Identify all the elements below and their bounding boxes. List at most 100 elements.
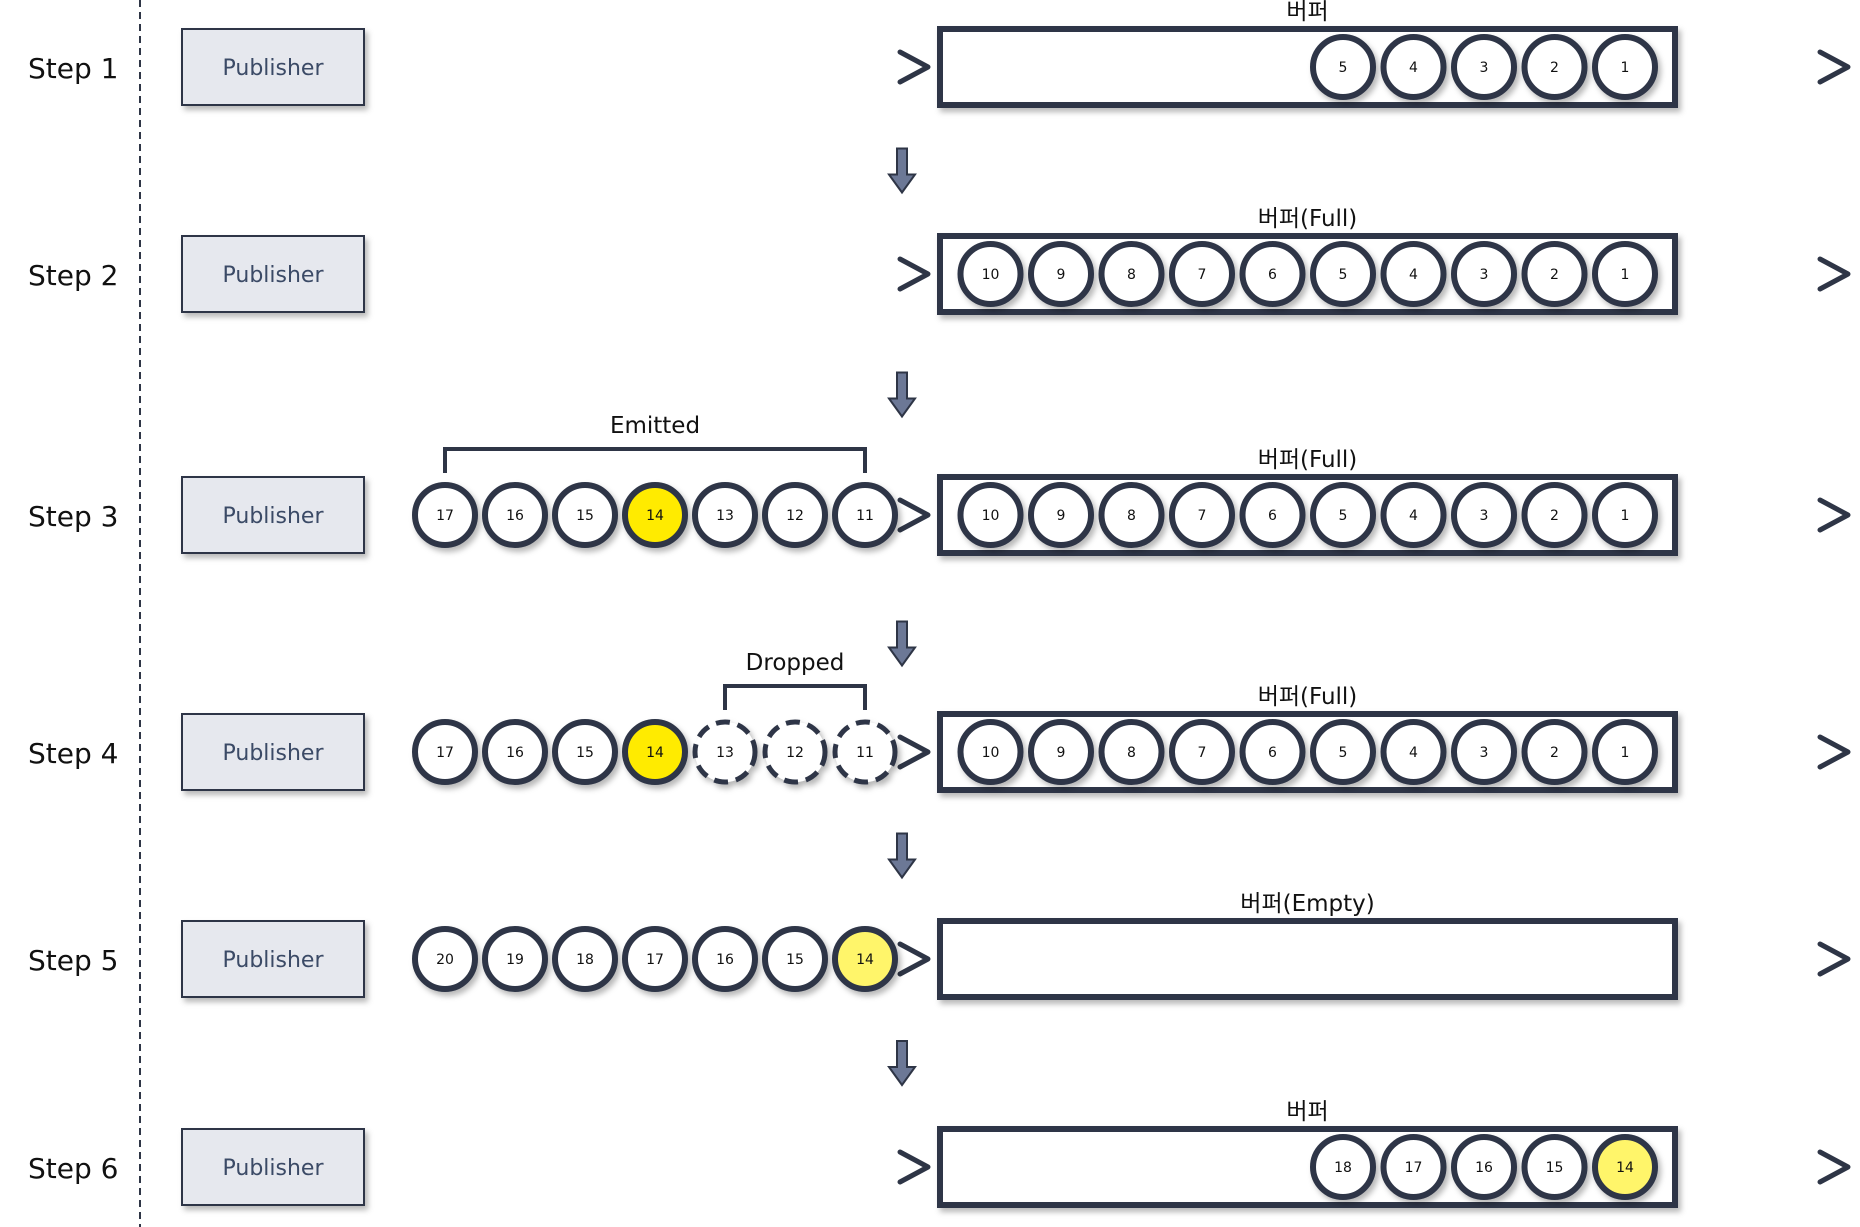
buffer-item: 2 [1521,719,1588,785]
emit-arrow-head [897,1149,931,1185]
emitted-item-label: 20 [436,952,454,968]
emitted-item: 11 [832,719,898,785]
emitted-item: 17 [622,926,688,992]
buffer-item-circle [957,482,1024,548]
step-label: Step 2 [28,259,118,292]
buffer-item: 7 [1169,482,1235,548]
emitted-item-circle [762,926,828,992]
step-label: Step 1 [28,52,118,85]
next-step-arrow-icon [887,147,917,195]
buffer-item-label: 8 [1127,267,1136,283]
emitted-item-label: 15 [576,508,594,524]
buffer-item-label: 5 [1339,267,1348,283]
buffer-item-label: 5 [1339,508,1348,524]
emitted-item: 15 [552,719,618,785]
publisher-label: Publisher [223,504,325,529]
emitted-item-circle [692,482,758,548]
buffer-item: 1 [1592,241,1658,307]
buffer-label: 버퍼(Full) [1258,447,1358,473]
buffer-item: 5 [1310,34,1376,100]
buffer-item-label: 7 [1198,508,1207,524]
buffer-item-circle [1239,719,1306,785]
buffer-item: 16 [1451,1134,1517,1200]
buffer-item-circle [1521,719,1588,785]
buffer-item-label: 14 [1616,1160,1634,1176]
subscriber-arrow-head [1817,734,1851,770]
emitted-item-circle [622,926,688,992]
buffer-item-circle [957,241,1024,307]
buffer-item: 8 [1098,241,1165,307]
subscriber-arrow-head [1817,256,1851,292]
buffer-item-circle [1380,34,1447,100]
emit-arrow-head [897,941,931,977]
buffer-label: 버퍼(Full) [1258,684,1358,710]
buffer-item-label: 17 [1405,1160,1423,1176]
buffer-item-label: 3 [1480,267,1489,283]
buffer-item-label: 4 [1409,60,1418,76]
buffer-item-circle [1451,34,1517,100]
emit-arrow-head [897,734,931,770]
buffer-item: 7 [1169,719,1235,785]
buffer-item-circle [1592,241,1658,307]
emitted-item-circle [552,482,618,548]
buffer-item-circle [1028,719,1094,785]
buffer-item-label: 1 [1621,745,1630,761]
buffer-item: 6 [1239,482,1306,548]
buffer-item-circle [1310,34,1376,100]
buffer-item-circle [1592,482,1658,548]
subscriber-arrow-head [1817,49,1851,85]
emitted-item-label: 11 [856,745,874,761]
buffer-item-label: 3 [1480,508,1489,524]
buffer-item-circle [1380,719,1447,785]
publisher-box [181,476,365,554]
emitted-item: 13 [692,719,758,785]
emitted-item-circle [762,719,828,785]
buffer-item-circle [1310,482,1376,548]
buffer-item: 3 [1451,719,1517,785]
buffer-item: 15 [1521,1134,1588,1200]
buffer-item-circle [1310,1134,1376,1200]
buffer-item-label: 6 [1268,745,1277,761]
buffer-item-label: 18 [1334,1160,1352,1176]
buffer-item: 2 [1521,482,1588,548]
buffer-item-circle [1028,241,1094,307]
buffer-item-label: 3 [1480,745,1489,761]
buffer-item-circle [1380,1134,1447,1200]
emit-arrow-head [897,497,931,533]
buffer-item-circle [1451,1134,1517,1200]
bracket-label: Dropped [746,650,845,676]
emitted-item: 13 [692,482,758,548]
buffer-item: 4 [1380,719,1447,785]
buffer-item: 5 [1310,482,1376,548]
step-label: Step 6 [28,1152,118,1185]
buffer-item-circle [1310,719,1376,785]
buffer-label: 버퍼 [1286,1099,1328,1125]
buffer-item-label: 9 [1057,745,1066,761]
emitted-item-label: 16 [506,508,524,524]
buffer-item: 9 [1028,719,1094,785]
buffer-item-label: 4 [1409,508,1418,524]
buffer-item: 6 [1239,241,1306,307]
buffer-item-circle [1521,34,1588,100]
emitted-item: 15 [762,926,828,992]
step-label: Step 3 [28,500,118,533]
buffer-item-label: 16 [1475,1160,1493,1176]
emitted-item-label: 15 [576,745,594,761]
buffer-item-label: 15 [1546,1160,1564,1176]
buffer-item: 2 [1521,34,1588,100]
buffer-item-label: 2 [1550,508,1559,524]
buffer-item-label: 10 [982,508,1000,524]
emitted-item-label: 17 [436,508,454,524]
next-step-arrow-icon [887,620,917,668]
buffer-item: 8 [1098,719,1165,785]
buffer-item: 9 [1028,241,1094,307]
emitted-item-label: 18 [576,952,594,968]
publisher-label: Publisher [223,948,325,973]
buffer-item-label: 10 [982,745,1000,761]
buffer-item-label: 1 [1621,60,1630,76]
